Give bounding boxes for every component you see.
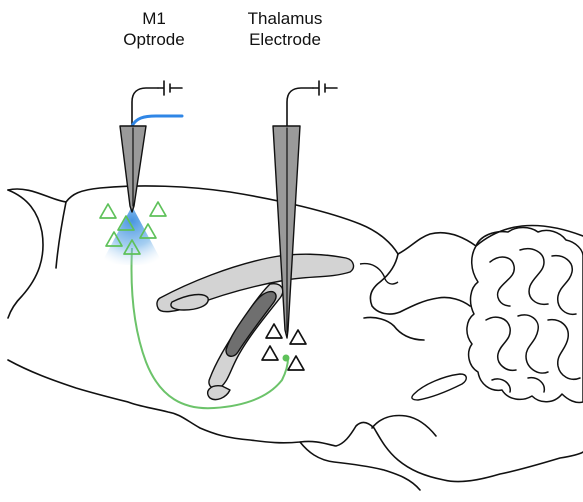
m1-neuron-2 — [150, 202, 166, 216]
minor-structures — [360, 264, 466, 400]
cerebellum-folia-1 — [490, 257, 514, 306]
ventral-loop — [208, 386, 230, 400]
superior-colliculus — [364, 317, 424, 340]
m1-neuron-1 — [100, 204, 116, 218]
dorsal-fissure — [360, 264, 398, 284]
thalamic-neuron-2 — [290, 330, 306, 344]
cerebellum-folia-5 — [518, 315, 548, 373]
electrode-wire — [287, 88, 313, 126]
cerebellum-folia-8 — [528, 378, 544, 392]
brainstem-lines — [300, 442, 420, 490]
light-cone — [102, 206, 162, 265]
cerebellum-folia-3 — [552, 256, 576, 315]
thalamic-neuron-4 — [288, 356, 304, 370]
pons-oval — [412, 374, 466, 400]
optic-fiber — [132, 116, 182, 126]
cerebellum — [467, 228, 583, 403]
cortex-surface — [8, 186, 398, 254]
electrode-battery-icon — [313, 81, 337, 95]
midbrain-contour — [370, 254, 470, 314]
m1-optrode — [120, 81, 182, 212]
ventricles — [157, 254, 354, 399]
optrode-battery-icon — [158, 81, 182, 95]
olfactory-bulb — [8, 190, 43, 318]
mid-hindbrain — [398, 225, 583, 254]
cerebellum-folia-2 — [520, 249, 548, 305]
thalamic-neurons — [262, 324, 306, 370]
cerebellum-folia-4 — [486, 317, 516, 370]
frontal-curve — [56, 202, 66, 268]
thalamic-neuron-3 — [262, 346, 278, 360]
thalamus-electrode — [273, 81, 337, 338]
thalamic-neuron-1 — [266, 324, 282, 338]
cerebellum-folia-6 — [548, 320, 580, 380]
hippocampus-dark — [226, 292, 276, 357]
axon-terminal — [283, 355, 290, 362]
pons-contour — [372, 416, 436, 437]
